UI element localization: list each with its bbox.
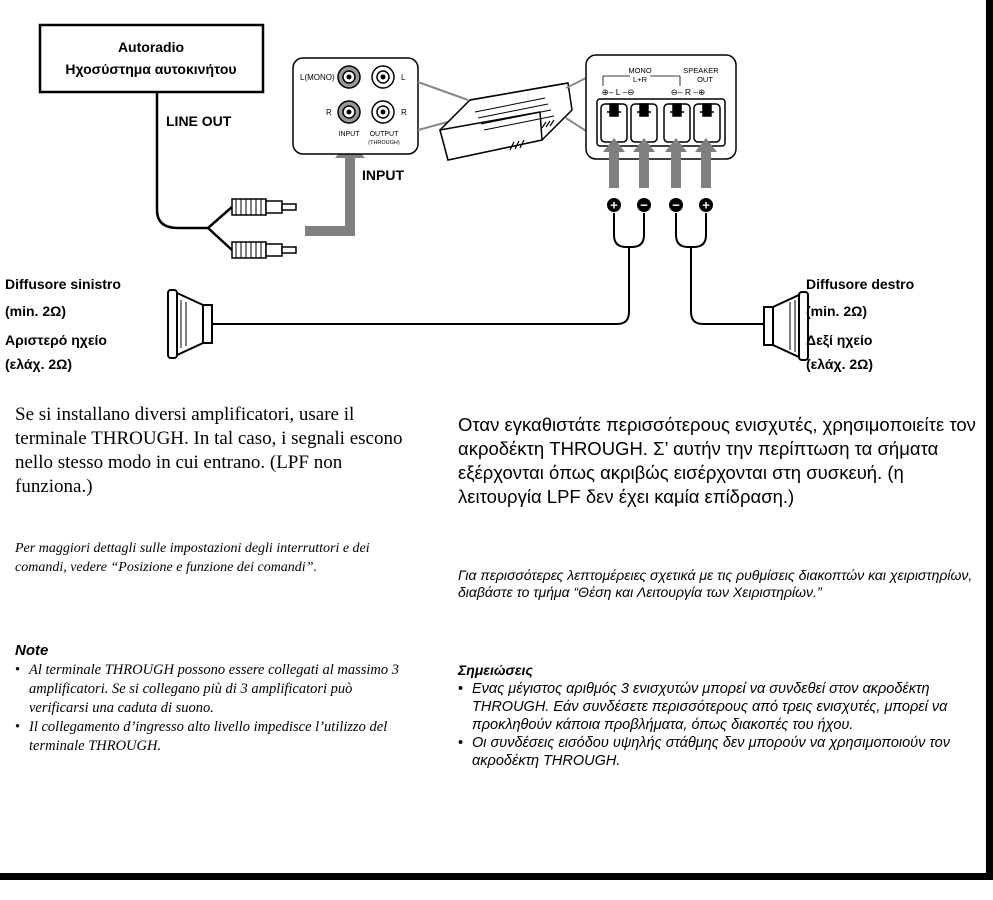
wire-sign-right-plus: + bbox=[702, 198, 710, 213]
greek-body-text: Οταν εγκαθιστάτε περισσότερους ενισχυτές… bbox=[458, 414, 976, 507]
right-speaker-label-it: Diffusore destro bbox=[806, 276, 915, 292]
right-speaker-impedance-it: (min. 2Ω) bbox=[806, 303, 868, 319]
line-out-label: LINE OUT bbox=[166, 113, 232, 129]
amplifier bbox=[439, 82, 573, 161]
page-border-right bbox=[986, 0, 993, 880]
rca-cable bbox=[155, 92, 233, 251]
terminal-label-mono: MONO bbox=[628, 66, 651, 75]
wire-sign-right-minus: − bbox=[672, 198, 680, 213]
head-unit-title: Autoradio bbox=[118, 39, 184, 55]
right-speaker-impedance-gr: (ελάχ. 2Ω) bbox=[806, 356, 874, 372]
greek-notes-title: Σημειώσεις bbox=[458, 662, 533, 678]
italian-notes-list: Al terminale THROUGH possono essere coll… bbox=[15, 661, 403, 756]
panel-label-r-output: R bbox=[401, 108, 407, 117]
head-unit-subtitle: Ηχοσύστημα αυτοκινήτου bbox=[65, 61, 236, 77]
input-arrow-label: INPUT bbox=[362, 167, 404, 183]
greek-notes-block: Σημειώσεις Ενας μέγιστος αριθμός 3 ενισχ… bbox=[458, 662, 978, 770]
terminal-label-speaker: SPEAKER bbox=[683, 66, 719, 75]
greek-column: Οταν εγκαθιστάτε περισσότερους ενισχυτές… bbox=[458, 413, 978, 509]
wire-sign-left-minus: − bbox=[640, 198, 648, 213]
right-speaker bbox=[763, 291, 809, 361]
wire-polarity-signs: + − − + bbox=[607, 198, 713, 213]
italian-column: Se si installano diversi amplificatori, … bbox=[15, 403, 403, 499]
terminal-polarity-left: ⊕– L –⊖ bbox=[602, 87, 635, 97]
italian-notes-title: Note bbox=[15, 642, 49, 659]
left-speaker-impedance-it: (min. 2Ω) bbox=[5, 303, 67, 319]
greek-tip-block: Για περισσότερες λεπτομέρειες σχετικά με… bbox=[458, 567, 978, 601]
speaker-wires bbox=[212, 213, 764, 325]
panel-label-r-input: R bbox=[326, 108, 332, 117]
greek-note-item: Ενας μέγιστος αριθμός 3 ενισχυτών μπορεί… bbox=[458, 680, 978, 734]
greek-notes-list: Ενας μέγιστος αριθμός 3 ενισχυτών μπορεί… bbox=[458, 680, 978, 770]
left-speaker-label-it: Diffusore sinistro bbox=[5, 276, 121, 292]
greek-note-item: Οι συνδέσεις εισόδου υψηλής στάθμης δεν … bbox=[458, 734, 978, 770]
right-speaker-label-gr: Δεξί ηχείο bbox=[806, 332, 873, 348]
input-output-panel: L(MONO) R L R INPUT OUTPUT (THROUGH) bbox=[292, 57, 419, 155]
left-speaker-impedance-gr: (ελάχ. 2Ω) bbox=[5, 356, 73, 372]
italian-tip-text: Per maggiori dettagli sulle impostazioni… bbox=[15, 541, 370, 575]
italian-note-item: Al terminale THROUGH possono essere coll… bbox=[15, 661, 403, 718]
italian-tip-block: Per maggiori dettagli sulle impostazioni… bbox=[15, 539, 403, 577]
panel-input-label: INPUT bbox=[339, 131, 361, 138]
terminal-polarity-right: ⊖– R –⊕ bbox=[671, 87, 706, 97]
panel-label-l-mono: L(MONO) bbox=[300, 73, 335, 82]
left-speaker-label-gr: Αριστερό ηχείο bbox=[5, 332, 107, 348]
page-border-bottom bbox=[0, 873, 993, 880]
panel-output-label: OUTPUT bbox=[370, 131, 400, 138]
italian-body-text: Se si installano diversi amplificatori, … bbox=[15, 404, 403, 497]
head-unit: Autoradio Ηχοσύστημα αυτοκινήτου bbox=[38, 23, 265, 94]
panel-through-label: (THROUGH) bbox=[368, 140, 400, 146]
wire-sign-left-plus: + bbox=[610, 198, 618, 213]
speaker-wire-arrows bbox=[603, 138, 717, 188]
speaker-terminal: MONO L+R SPEAKER OUT ⊕– L –⊖ ⊖– R –⊕ bbox=[585, 54, 737, 160]
terminal-label-out: OUT bbox=[697, 75, 713, 84]
left-speaker bbox=[167, 289, 213, 359]
rca-plug-upper bbox=[231, 198, 297, 216]
terminal-label-lr: L+R bbox=[633, 75, 648, 84]
greek-tip-text: Για περισσότερες λεπτομέρειες σχετικά με… bbox=[458, 567, 973, 600]
connection-diagram: Autoradio Ηχοσύστημα αυτοκινήτου LINE OU… bbox=[38, 23, 809, 361]
panel-label-l-output: L bbox=[401, 73, 406, 82]
italian-notes-block: Note Al terminale THROUGH possono essere… bbox=[15, 642, 403, 756]
input-arrow bbox=[305, 140, 365, 236]
italian-note-item: Il collegamento d’ingresso alto livello … bbox=[15, 718, 403, 756]
rca-plug-lower bbox=[231, 241, 297, 259]
